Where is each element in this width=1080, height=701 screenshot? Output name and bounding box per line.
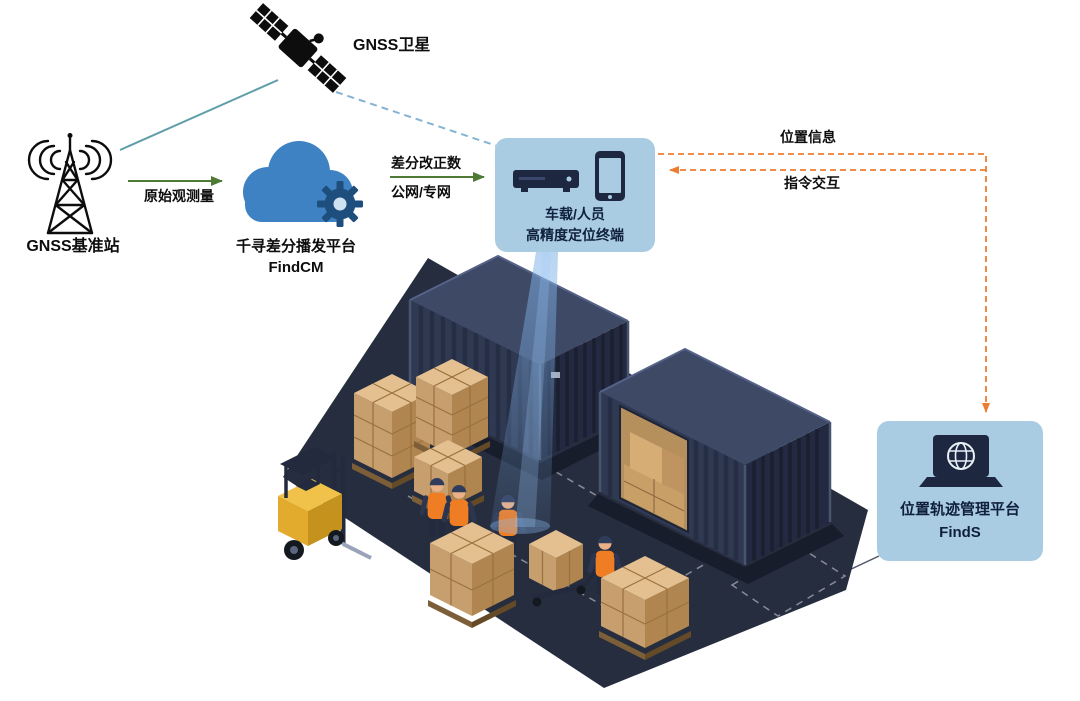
positioning-beam [490, 252, 558, 534]
base-station-icon [27, 133, 113, 235]
laptop-globe-icon [919, 435, 1003, 487]
network-label: 公网/专网 [391, 184, 451, 200]
gear-icon [317, 181, 363, 227]
warehouse-scene [278, 252, 868, 688]
finds-callout: 位置轨迹管理平台 FindS [877, 421, 1043, 561]
link-satellite-terminal [335, 91, 498, 147]
finds-title: 位置轨迹管理平台 [899, 501, 1020, 518]
cloud-gear-icon [243, 141, 363, 227]
finds-product: FindS [939, 523, 981, 541]
receiver-icon [513, 170, 579, 192]
shipping-container-2 [588, 347, 844, 584]
terminal-callout: 车载/人员 高精度定位终端 [495, 138, 655, 252]
position-info-label: 位置信息 [780, 129, 836, 145]
pallet-stack-front-center [428, 522, 516, 628]
command-exchange-label: 指令交互 [784, 175, 840, 191]
findcm-product: FindCM [268, 259, 324, 276]
correction-label: 差分改正数 [391, 155, 461, 171]
findcm-title: 千寻差分播发平台 [235, 238, 356, 255]
satellite-icon [249, 3, 347, 93]
terminal-icons [513, 151, 625, 201]
pallet-stack-front-right [599, 556, 691, 660]
raw-observation-label: 原始观测量 [144, 188, 214, 204]
smartphone-icon [595, 151, 625, 201]
satellite-label: GNSS卫星 [353, 37, 431, 54]
link-satellite-base [119, 79, 279, 151]
terminal-label-line2: 高精度定位终端 [526, 227, 624, 243]
arrow-position-info [658, 153, 990, 413]
pallet-jack [529, 530, 603, 607]
terminal-label-line1: 车载/人员 [545, 206, 605, 222]
forklift [278, 447, 372, 560]
base-station-label: GNSS基准站 [26, 238, 120, 255]
